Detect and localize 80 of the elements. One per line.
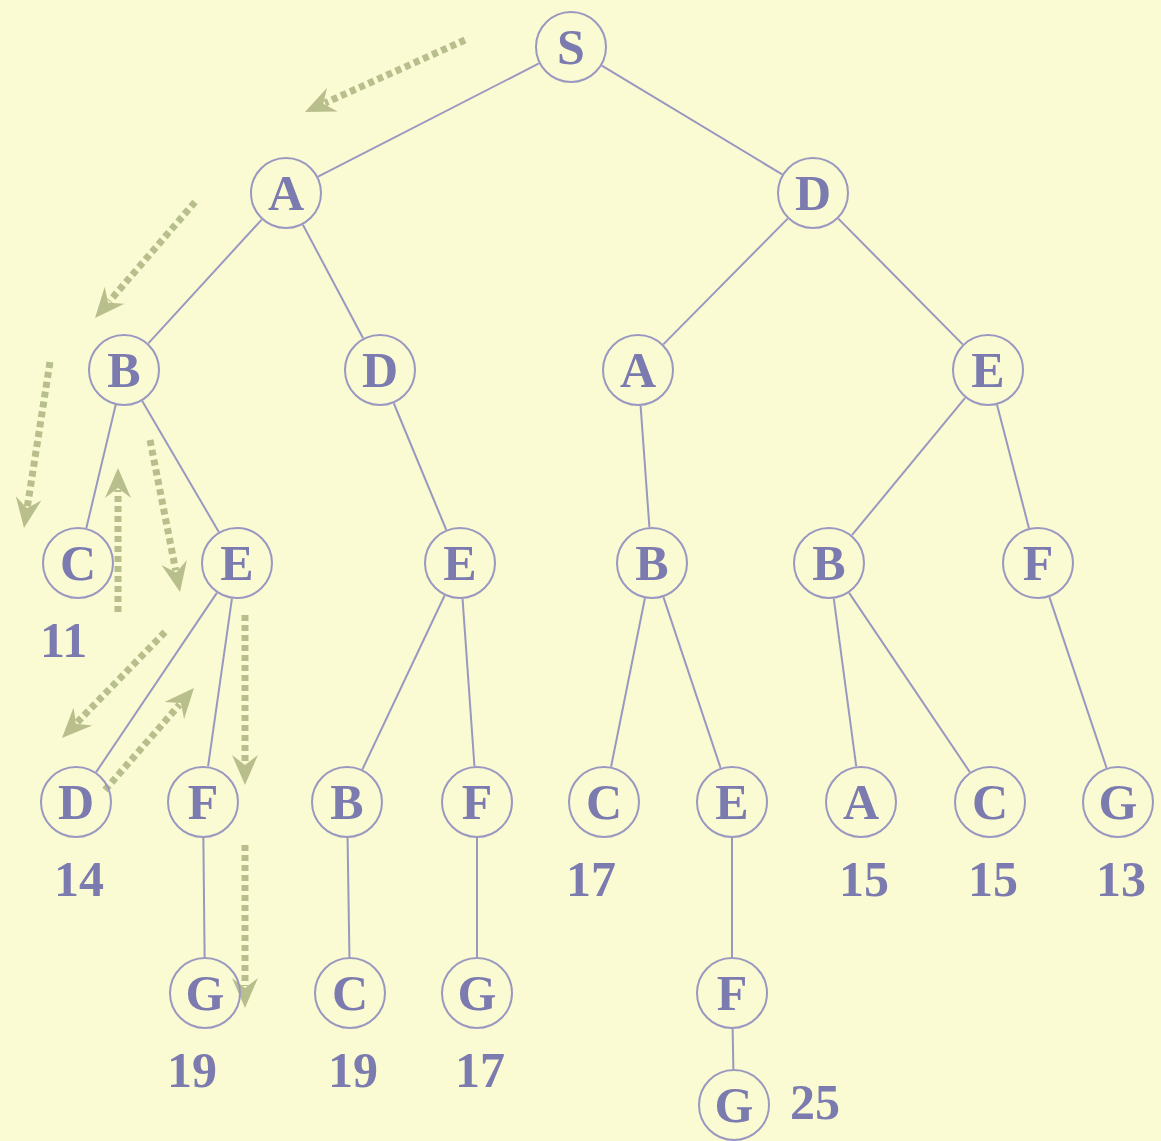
tree-edge [392,402,448,531]
node-letter: C [971,777,1009,827]
tree-edge [639,404,651,529]
path-cost-number: 25 [790,1077,840,1127]
tree-edge [996,403,1030,530]
tree-node-circle [167,766,239,838]
node-letter: A [267,168,305,218]
node-letter: G [714,1080,754,1130]
path-cost-number: 19 [167,1045,217,1095]
tree-edge [207,597,233,768]
tree-node-circle [602,334,674,406]
path-cost-number: 14 [54,854,104,904]
node-letter: F [461,777,493,827]
tree-node-circle [696,957,768,1029]
node-letter: E [715,777,749,827]
tree-edge [662,217,789,346]
tree-edge [600,64,784,176]
node-letter: A [842,777,880,827]
path-cost-number: 15 [839,854,889,904]
tree-edge [202,837,206,958]
tree-edge [731,837,733,958]
tree-node-circle [777,157,849,229]
node-letter: B [635,538,669,588]
tree-edge [850,396,967,537]
tree-edge [346,837,351,958]
tree-edge [610,597,646,768]
tree-edge [141,400,220,533]
node-letter: B [330,777,364,827]
node-letter: E [443,538,477,588]
tree-node-circle [311,766,383,838]
path-cost-number: 19 [328,1045,378,1095]
tree-edge [837,217,964,346]
node-letter: D [794,168,832,218]
path-cost-number: 17 [455,1045,505,1095]
node-letter: F [187,777,219,827]
node-letter: D [57,777,95,827]
node-letter: C [59,538,97,588]
tree-edge [476,837,478,958]
path-cost-number: 13 [1096,854,1146,904]
node-letter: G [457,968,497,1018]
tree-node-circle [88,334,160,406]
node-letter: E [220,538,254,588]
tree-edge [95,591,218,774]
node-letter: G [185,968,225,1018]
node-letter: B [107,345,141,395]
tree-edge [85,404,117,529]
tree-node-circle [250,157,322,229]
tree-node-circle [344,334,416,406]
tree-edge [317,62,540,178]
tree-node-circle [616,527,688,599]
node-letter: B [812,538,846,588]
tree-node-circle [952,334,1024,406]
tree-edge [1048,596,1108,769]
tree-edge [731,1028,735,1070]
tree-edge [361,594,446,771]
tree-edge [832,597,858,768]
node-letter: F [1022,538,1054,588]
path-cost-number: 15 [968,854,1018,904]
tree-node-circle [424,527,496,599]
tree-edge [301,223,365,340]
node-letter: A [619,345,657,395]
path-cost-number: 11 [40,615,88,665]
tree-node-circle [201,527,273,599]
tree-node-circle [793,527,865,599]
node-letter: G [1098,777,1138,827]
tree-node-circle [441,766,513,838]
tree-node-circle [535,11,607,83]
tree-node-circle [696,766,768,838]
tree-edge [461,597,476,768]
tree-edge [147,218,263,345]
node-letter: E [971,345,1005,395]
node-letter: S [557,22,585,72]
node-letter: D [361,345,399,395]
node-letter: C [331,968,369,1018]
tree-edge [848,591,971,774]
tree-edge [662,596,722,769]
path-cost-number: 17 [566,854,616,904]
node-letter: F [716,968,748,1018]
tree-node-circle [1002,527,1074,599]
node-letter: C [585,777,623,827]
